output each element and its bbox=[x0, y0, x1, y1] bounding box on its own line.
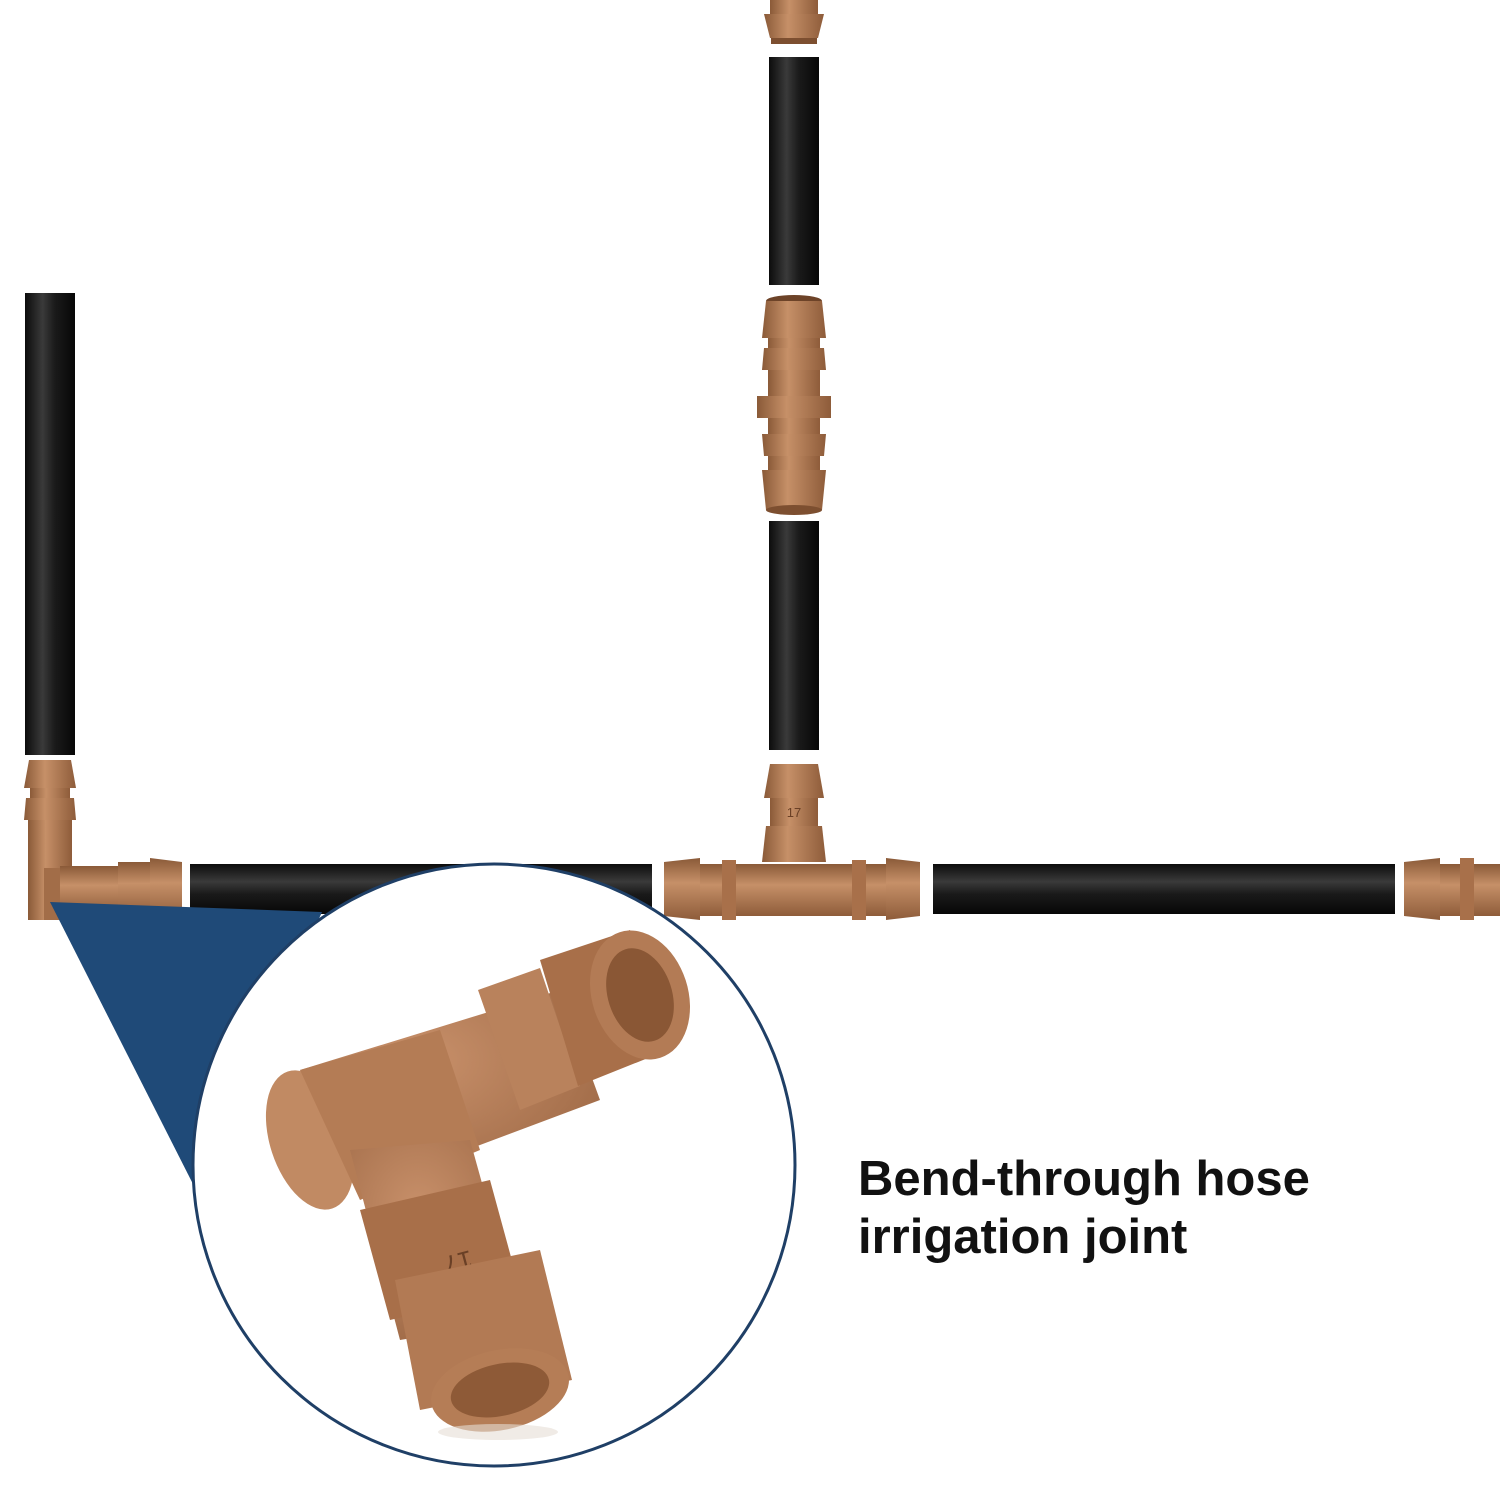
tee-fitting-icon: 17 bbox=[664, 764, 920, 920]
zoom-callout-wedge bbox=[50, 902, 322, 1190]
elbow-fitting-icon bbox=[24, 760, 182, 920]
coupling-fitting-icon bbox=[757, 295, 831, 515]
coupling-right-edge bbox=[1404, 858, 1500, 920]
hose-top-vertical bbox=[769, 57, 819, 285]
zoom-detail-circle: 17 bbox=[191, 862, 797, 1468]
caption-line-2: irrigation joint bbox=[858, 1210, 1188, 1264]
tee-marking: 17 bbox=[787, 805, 801, 820]
product-caption: Bend-through hose irrigation joint bbox=[858, 1150, 1458, 1266]
hose-middle-vertical bbox=[769, 521, 819, 750]
caption-line-1: Bend-through hose bbox=[858, 1152, 1310, 1206]
hose-left-vertical bbox=[25, 293, 75, 755]
hose-bottom-right-horizontal bbox=[933, 864, 1395, 914]
elbow-fitting-closeup: 17 bbox=[265, 930, 690, 1440]
coupling-top-stub bbox=[764, 0, 824, 44]
